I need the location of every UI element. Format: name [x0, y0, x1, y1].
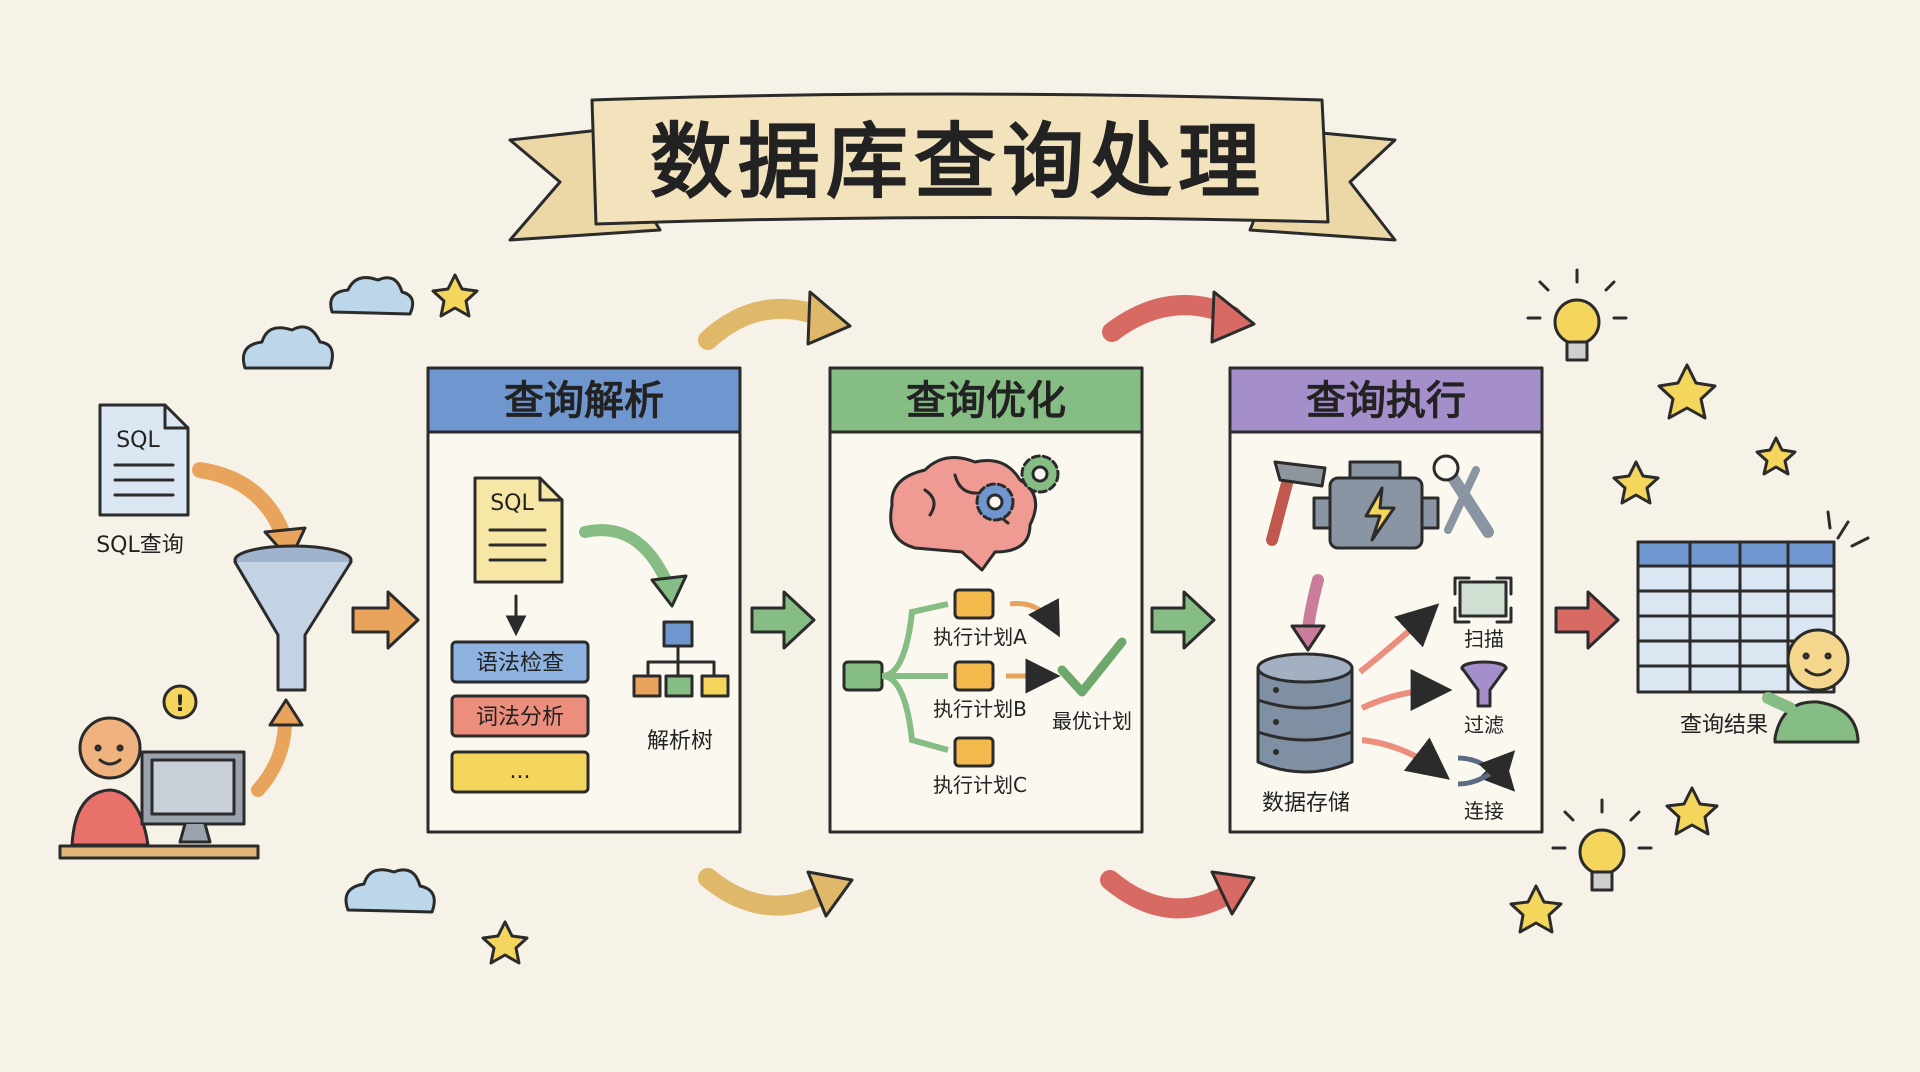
- user-at-computer: !: [58, 684, 260, 860]
- funnel-icon: [233, 544, 353, 692]
- cloud-icon: [241, 325, 334, 370]
- result-caption: 查询结果: [1680, 713, 1768, 738]
- star-icon: [431, 273, 479, 318]
- curved-arrow-top: [1102, 290, 1256, 344]
- join-icon: [1457, 750, 1516, 792]
- query-node: [842, 660, 884, 692]
- step-syntax-label: 语法检查: [476, 651, 564, 676]
- curved-arrow-bottom: [698, 868, 854, 918]
- step-lexical-label: 词法分析: [476, 705, 564, 730]
- arrow-user-to-funnel: [251, 713, 292, 797]
- sql-input-document: SQL SQL查询: [96, 403, 190, 558]
- sql-file-icon: SQL: [473, 476, 564, 584]
- lightbulb-icon: [1551, 798, 1653, 892]
- arrow-to-parse: [351, 590, 420, 650]
- curved-arrow-bottom: [1100, 870, 1256, 919]
- step-more-label: ...: [510, 759, 531, 784]
- plan-a-node: [953, 588, 995, 620]
- arrow-to-tree: [579, 524, 674, 591]
- sql-file-icon: [98, 403, 190, 517]
- wrench-icon: [1432, 454, 1494, 538]
- star-icon: [1657, 363, 1717, 420]
- op-join-label: 连接: [1464, 799, 1504, 823]
- cloud-icon: [344, 868, 436, 914]
- stage-optimize: 查询优化 执行计划A 执行计划B 执行计划C 最优计划: [828, 366, 1144, 834]
- database-icon: [1256, 652, 1354, 774]
- filter-icon: [1460, 660, 1508, 708]
- arrow-to-execute: [1150, 590, 1216, 650]
- title-banner: 数据库查询处理: [508, 92, 1397, 242]
- lightbulb-icon: [1526, 268, 1628, 362]
- plan-b-node: [953, 660, 995, 692]
- stage-execute-heading: 查询执行: [1306, 378, 1466, 424]
- star-icon: [1509, 884, 1563, 934]
- stage-execute: 查询执行 数据存储: [1228, 366, 1544, 834]
- person-icon: [1762, 628, 1860, 744]
- parse-tree-label: 解析树: [647, 729, 713, 754]
- alert-badge: [162, 684, 198, 720]
- star-icon: [1612, 460, 1660, 505]
- step-syntax-check: [450, 640, 590, 684]
- plan-c-label: 执行计划C: [933, 773, 1027, 797]
- op-filter-label: 过滤: [1464, 713, 1504, 737]
- best-plan-label: 最优计划: [1052, 709, 1132, 733]
- plan-b-label: 执行计划B: [933, 697, 1027, 721]
- scan-icon: [1453, 576, 1513, 624]
- plan-a-label: 执行计划A: [933, 625, 1027, 649]
- sql-input-caption: SQL查询: [96, 533, 184, 558]
- curved-arrow-top: [698, 290, 852, 350]
- storage-label: 数据存储: [1262, 791, 1350, 816]
- arrow-into-funnel: [192, 462, 293, 548]
- plan-c-node: [953, 736, 995, 768]
- arrow-to-result: [1554, 590, 1620, 650]
- parse-doc-label: SQL: [490, 491, 534, 516]
- best-plan-check-icon: [1057, 637, 1127, 697]
- star-icon: [481, 920, 529, 965]
- gear-icon: [1020, 454, 1060, 494]
- engine-icon: [1312, 460, 1440, 550]
- sql-doc-label: SQL: [116, 428, 160, 453]
- stage-parse-heading: 查询解析: [504, 378, 664, 424]
- step-more: [450, 750, 590, 794]
- hammer-icon: [1266, 460, 1327, 546]
- step-lexical-analysis: [450, 694, 590, 738]
- stage-optimize-heading: 查询优化: [906, 378, 1066, 424]
- page-title: 数据库查询处理: [650, 115, 1266, 210]
- star-icon: [1755, 436, 1797, 476]
- stage-parse: 查询解析 SQL 语法检查 词法分析 ... 解析树: [426, 366, 742, 834]
- cloud-icon: [329, 276, 415, 316]
- gear-icon: [975, 482, 1015, 522]
- alert-mark: !: [175, 692, 185, 717]
- star-icon: [1665, 786, 1719, 836]
- person-icon: [78, 716, 142, 780]
- parse-tree-icon: [632, 620, 730, 698]
- arrow-to-optimize: [750, 590, 816, 650]
- op-scan-label: 扫描: [1464, 627, 1504, 651]
